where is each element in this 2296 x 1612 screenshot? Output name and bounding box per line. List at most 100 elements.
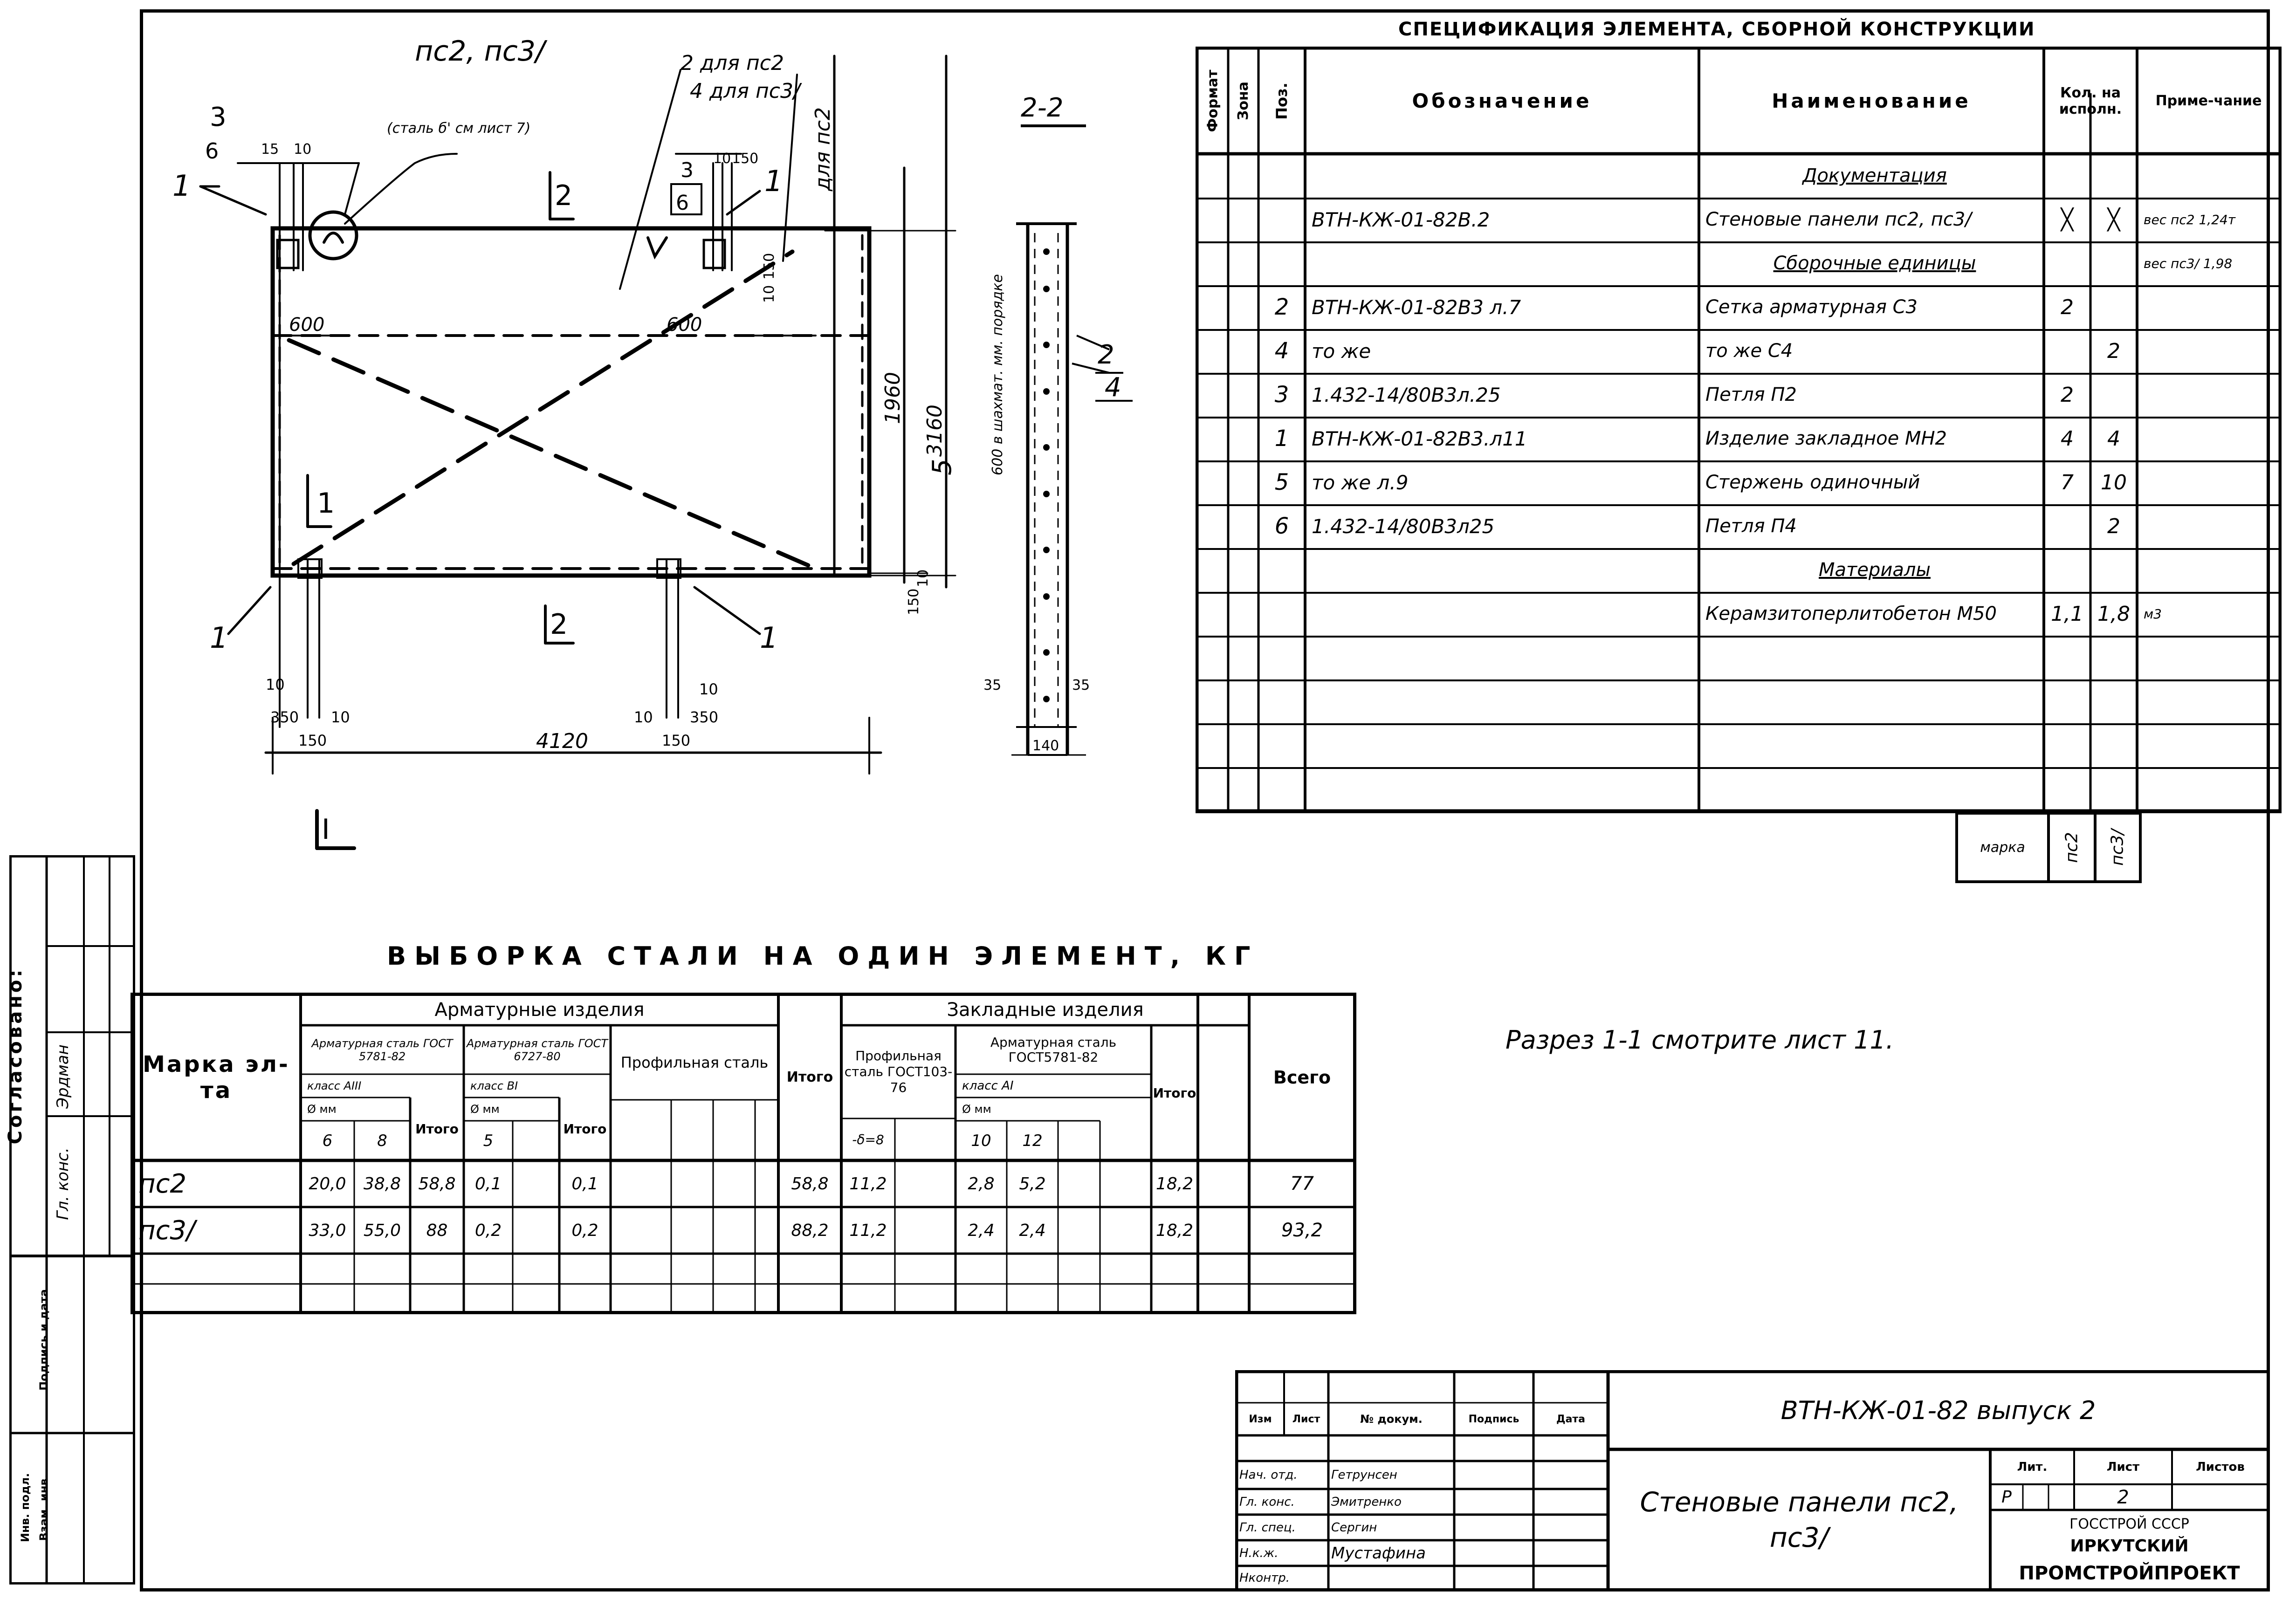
stamp-h-sheets: Листов [2196, 1460, 2245, 1474]
spec-cell-prim [2137, 373, 2280, 417]
dim-4120: 4120 [536, 729, 588, 753]
dim-1960: 1960 [881, 372, 905, 424]
label-2-for-ps2: 2 для пс2 [681, 51, 784, 75]
steel-h-8: 8 [377, 1131, 387, 1150]
dim-150-bl: 150 [298, 732, 327, 749]
spec-cell-naim [1699, 679, 2044, 723]
stamp-h-ndok: № докум. [1360, 1413, 1423, 1426]
spec-cell-poz: 2 [1274, 294, 1289, 320]
section-dim-35-left: 35 [983, 677, 1001, 693]
steel-h-armatur: Арматурные изделия [434, 999, 645, 1021]
spec-cell-k2 [2090, 767, 2137, 811]
spec-marka-ps31: пс3/ [2108, 829, 2127, 866]
spec-cell-oboz: ВТН-КЖ-01-82В3 л.7 [1312, 295, 1521, 319]
spec-cell-k1 [2044, 636, 2090, 679]
steel-h-class2: класс ВI [470, 1079, 518, 1092]
side-role-2: Эрдман [54, 1044, 72, 1109]
dim-600-right: 600 [667, 314, 702, 336]
spec-cell-naim: то же С4 [1705, 340, 1793, 362]
spec-row-line [1197, 241, 2280, 243]
dim-150-top: 150 [732, 151, 758, 167]
spec-cell-oboz [1305, 548, 1699, 592]
steel-cell-it3: 18,2 [1155, 1174, 1194, 1194]
steel-table: Марка эл-та Арматурные изделия Закладные… [131, 993, 1356, 1314]
spec-cell-k1: ╳ [2061, 207, 2074, 232]
dim-10-br2: 10 [634, 708, 653, 726]
spec-cell-prim [2137, 417, 2280, 460]
spec-cell-oboz [1305, 723, 1699, 767]
steel-h-arm3: Арматурная сталь ГОСТ5781-82 [990, 1034, 1117, 1065]
spec-title: СПЕЦИФИКАЦИЯ ЭЛЕМЕНТА, СБОРНОЙ КОНСТРУКЦ… [1398, 19, 2035, 40]
steel-title: ВЫБОРКА СТАЛИ НА ОДИН ЭЛЕМЕНТ, КГ [387, 941, 1259, 971]
steel-cell-it2: 0,1 [571, 1174, 598, 1194]
spec-marka-label: марка [1980, 839, 2025, 856]
steel-cell-a6: 33,0 [309, 1221, 346, 1240]
stamp-role: Нконтр. [1239, 1571, 1290, 1585]
spec-marka-ps2: пс2 [2062, 832, 2082, 863]
steel-cell-it2: 0,2 [571, 1221, 598, 1240]
spec-row-line [1197, 329, 2280, 331]
spec-cell-naim: Керамзитоперлитобетон М50 [1705, 603, 1997, 624]
spec-cell-poz: 1 [1274, 425, 1289, 452]
spec-cell-oboz: 1.432-14/80В3л25 [1312, 514, 1495, 538]
steel-h-profil2: Профильная сталь ГОСТ103-76 [844, 1048, 953, 1095]
spec-cell-poz [1258, 154, 1305, 198]
label-for-ps2-vert: для пс2 [811, 107, 835, 192]
stamp-lit-val: Р [2001, 1488, 2012, 1507]
spec-h-oboz: Обозначение [1412, 89, 1592, 112]
spec-cell-naim: Петля П4 [1705, 515, 1797, 537]
dim-10-right-v: 10 [761, 285, 777, 303]
spec-cell-k1: 2 [2061, 295, 2074, 319]
spec-row-line [1197, 373, 2280, 375]
spec-cell-k2 [2090, 548, 2137, 592]
callout-6: 6 [205, 138, 219, 164]
spec-cell-prim [2137, 636, 2280, 679]
steel-cell-it1: 88 [426, 1221, 448, 1240]
steel-cell-marka: пс3/ [138, 1215, 195, 1246]
callout-3-right: 3 [681, 158, 694, 182]
spec-cell-oboz: 1.432-14/80В3л.25 [1312, 383, 1501, 406]
spec-cell-naim: Документация [1802, 165, 1947, 186]
spec-cell-k1 [2044, 329, 2090, 373]
spec-cell-oboz: то же л.9 [1312, 471, 1409, 494]
steel-h-vsego: Всего [1273, 1067, 1331, 1088]
soglasovano-label: Согласовано: [5, 967, 26, 1145]
steel-h-dia3: Ø мм [962, 1103, 991, 1116]
spec-cell-naim: Стержень одиночный [1705, 472, 1920, 493]
spec-cell-k1 [2044, 723, 2090, 767]
spec-cell-prim: м3 [2144, 606, 2162, 622]
spec-row-line [1197, 460, 2280, 462]
steel-h-dia2: Ø мм [470, 1103, 500, 1116]
spec-cell-oboz [1305, 154, 1699, 198]
dim-3160: 3160 [923, 405, 947, 457]
spec-cell-k1 [2044, 548, 2090, 592]
spec-cell-naim: Сетка арматурная С3 [1705, 296, 1918, 318]
spec-table: Формат Зона Поз. Обозначение Наименовани… [1196, 47, 2282, 813]
spec-h-naim: Наименование [1772, 89, 1971, 112]
section-note: 600 в шахмат. мм. порядке [990, 274, 1006, 475]
stamp-role: Нач. отд. [1239, 1468, 1298, 1482]
view-mark-I: I [322, 813, 330, 846]
spec-cell-oboz [1305, 241, 1699, 285]
dim-10-left: 10 [294, 141, 311, 158]
spec-cell-poz: 4 [1274, 338, 1289, 364]
section-mark-1-left: 1 [317, 487, 335, 520]
callout-1-bottom-right: 1 [760, 621, 778, 655]
razrez-note: Разрез 1-1 смотрите лист 11. [1505, 1025, 1894, 1055]
callout-3: 3 [210, 102, 227, 132]
steel-h-dia1: Ø мм [307, 1103, 337, 1116]
plan-label: пс2, пс3/ [415, 35, 548, 68]
spec-cell-k2: 4 [2107, 426, 2120, 451]
stamp-h-sheet: Лист [2106, 1460, 2140, 1474]
steel-cell-b5: 0,1 [474, 1174, 502, 1194]
spec-cell-k1 [2044, 679, 2090, 723]
steel-cell-it3: 18,2 [1155, 1221, 1194, 1240]
dim-350-left: 350 [270, 708, 299, 726]
steel-h-marka: Марка эл-та [143, 1051, 290, 1104]
spec-cell-poz [1258, 198, 1305, 241]
spec-cell-k1 [2044, 504, 2090, 548]
spec-cell-prim [2137, 548, 2280, 592]
stamp-org-1: ГОССТРОЙ СССР [2069, 1516, 2189, 1532]
title-block: Изм Лист № докум. Подпись Дата Нач. отд.… [1235, 1370, 2270, 1591]
spec-cell-poz: 6 [1274, 513, 1289, 539]
